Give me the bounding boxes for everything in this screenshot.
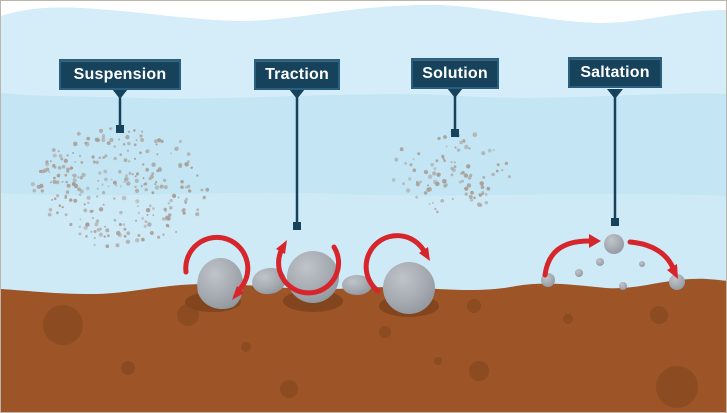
saltation-pebble (669, 274, 685, 290)
riverbed-spots (43, 299, 698, 408)
label-traction: Traction (254, 59, 340, 90)
traction-rock-large-3 (383, 262, 435, 314)
traction-roll-arrow-3-head (419, 247, 430, 261)
saltation-pebble (604, 234, 624, 254)
riverbed-spot (379, 326, 391, 338)
riverbed-spot (563, 314, 573, 324)
label-saltation: Saltation (568, 57, 662, 88)
saltation-hop-arrow-1-head (589, 234, 601, 248)
saltation-hop-arrow-2-head (667, 264, 678, 279)
riverbed-spot (467, 299, 481, 313)
traction-roll-arrow-1 (183, 234, 251, 294)
riverbed-spot (469, 361, 489, 381)
riverbed-spot (434, 357, 442, 365)
traction-roll-arrow-2-head (276, 240, 287, 254)
riverbed (1, 278, 726, 412)
saltation-hop-arrow-2 (627, 239, 676, 271)
solution-particles (391, 132, 511, 214)
label-pointer-solution (447, 88, 463, 137)
saltation-pebbles (541, 234, 685, 290)
water-surface-band (1, 5, 726, 99)
riverbed-spot (43, 305, 83, 345)
label-pointer-traction (289, 89, 305, 230)
traction-roll-arrow-2 (276, 244, 342, 296)
label-suspension: Suspension (59, 59, 181, 90)
label-pointer-saltation (607, 89, 623, 226)
label-solution: Solution (411, 58, 499, 89)
traction-roll-arrow-3 (363, 233, 428, 294)
saltation-pebble (639, 261, 645, 267)
riverbed-spot (241, 342, 251, 352)
riverbed-spot (177, 304, 199, 326)
riverbed-spot (656, 366, 698, 408)
saltation-pebble (596, 258, 604, 266)
riverbed-spot (121, 361, 135, 375)
riverbed-spot (650, 306, 668, 324)
saltation-pebble (619, 282, 627, 290)
traction-roll-arrow-1-head (232, 286, 244, 300)
riverbed-spot (280, 380, 298, 398)
traction-rock-small-1 (252, 267, 286, 295)
traction-rock-small-2 (342, 275, 372, 295)
label-pointer-suspension (112, 89, 128, 133)
saltation-pebble (575, 269, 583, 277)
suspension-particles (30, 127, 210, 248)
saltation-hop-arrow-1 (542, 238, 592, 278)
traction-rock-large-1 (197, 258, 244, 310)
traction-rock-large-2 (287, 251, 339, 303)
particle-clouds (30, 127, 511, 248)
